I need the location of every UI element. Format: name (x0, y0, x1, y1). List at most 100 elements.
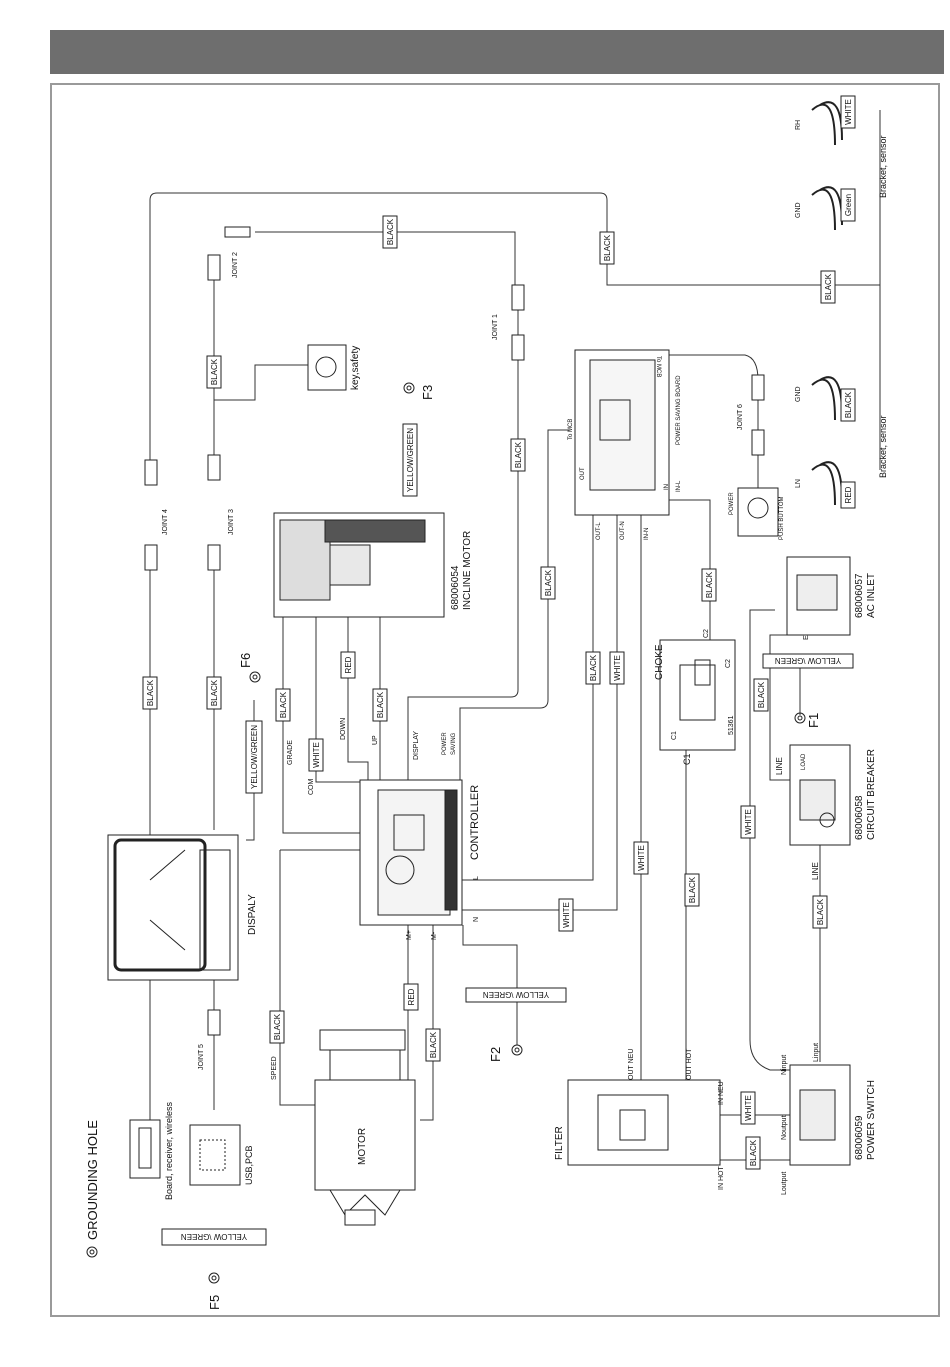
term-ln: LN (795, 479, 802, 488)
controller-board (359, 779, 463, 926)
term-up: UP (372, 735, 379, 745)
tag-yg-f1: YELLOW \GREEN (775, 656, 841, 665)
term-line-cb: LINE (775, 757, 784, 775)
tag-red-mplus: RED (407, 988, 416, 1005)
wire-joint4-loop (149, 110, 881, 465)
tag-black-top: BLACK (603, 234, 612, 261)
wire-motor-speed (279, 849, 362, 1106)
term-speed: SPEED (271, 1056, 278, 1080)
tag-black-up: BLACK (376, 691, 385, 718)
term-mplus: M+ (406, 930, 413, 940)
term-in-neu: IN NEU (718, 1081, 725, 1105)
term-in: IN (664, 484, 670, 490)
component-labels: GROUNDING HOLE DISPALY CONTROLLER MOTOR … (85, 135, 888, 1240)
term-grade: GRADE (287, 740, 294, 765)
wire-inlet (749, 609, 790, 1071)
label-bracket-top: Bracket, sensor (878, 135, 888, 198)
term-gnd-bottom: GND (795, 386, 802, 402)
label-f5: F5 (207, 1295, 222, 1310)
wireless-board-unit (129, 1119, 161, 1179)
label-motor: MOTOR (357, 1128, 368, 1165)
tag-red-down: RED (344, 656, 353, 673)
sensor-brackets (811, 101, 843, 506)
label-f6: F6 (238, 653, 253, 668)
term-c1: C1 (671, 731, 678, 740)
label-circuit-breaker: CIRCUIT BREAKER (866, 749, 877, 840)
term-out-hot: OUT HOT (686, 1048, 693, 1080)
term-out-neu: OUT NEU (628, 1049, 635, 1080)
tag-black-joint1: BLACK (514, 441, 523, 468)
tag-yg-f6: YELLOW/GREEN (250, 725, 259, 789)
label-wireless: Board, receiver, wireless (164, 1101, 174, 1200)
tag-white-inn: WHITE (637, 845, 646, 871)
tag-black-joint2-down: BLACK (210, 358, 219, 385)
term-out-n: OUT-N (620, 521, 626, 540)
ground-symbols (86, 382, 806, 1284)
tag-yg-f5: YELLOW \GREEN (181, 1232, 247, 1241)
usb-pcb-unit (189, 1124, 241, 1186)
tag-white-inlet: WHITE (744, 809, 753, 835)
label-f3: F3 (420, 385, 435, 400)
label-push-button: PUSH BUTTOM (779, 496, 785, 540)
wire-ps-outl (462, 515, 594, 881)
term-gnd-top: GND (795, 202, 802, 218)
label-psb: POWER SAVING BOARD (676, 375, 682, 445)
wire-incline-grade (282, 617, 362, 834)
term-in-n: IN-N (644, 528, 650, 540)
label-to-mcb-2: To MCB (655, 356, 661, 377)
label-f2: F2 (488, 1047, 503, 1062)
tag-black-joint2: BLACK (386, 218, 395, 245)
label-joint5: JOINT 5 (198, 1044, 205, 1070)
tag-white-n: WHITE (562, 902, 571, 928)
wire-incline-com (315, 617, 362, 783)
tag-black-filter: BLACK (749, 1139, 758, 1166)
label-cb-code: 68006058 (854, 795, 865, 840)
terminal-labels: GRADE COM DOWN UP DISPLAY POWER SAVING S… (271, 120, 820, 1195)
term-com: COM (308, 779, 315, 796)
ground-labels: F1 F2 F3 F5 F6 (207, 385, 821, 1310)
term-e: E (803, 635, 810, 640)
wire-ps-black (459, 429, 570, 780)
term-linput: Linput (813, 1043, 820, 1062)
tag-black-display2: BLACK (210, 679, 219, 706)
label-ac-code: 68006057 (854, 573, 865, 618)
label-bracket-bottom: Bracket, sensor (878, 415, 888, 478)
tag-black-inl: BLACK (705, 571, 714, 598)
choke-unit (659, 639, 736, 751)
wire-joint1 (407, 305, 519, 780)
tag-black-grade: BLACK (279, 691, 288, 718)
label-controller: CONTROLLER (469, 785, 481, 860)
tag-black-gnd2: BLACK (844, 391, 853, 418)
tag-yg-f3: YELLOW/GREEN (406, 428, 415, 492)
term-c2: C2 (725, 659, 732, 668)
circuit-breaker-unit (789, 744, 851, 846)
term-out-l: OUT-L (596, 522, 602, 540)
key-safety-unit (307, 344, 347, 391)
label-joint3: JOINT 3 (228, 509, 235, 535)
label-key-safety: key,safety (350, 346, 361, 390)
power-button-unit (737, 487, 779, 537)
tag-black-inlet: BLACK (757, 681, 766, 708)
term-loutput: Loutput (781, 1172, 788, 1195)
label-usb-pcb: USB,PCB (244, 1145, 254, 1185)
legend-grounding-hole: GROUNDING HOLE (85, 1120, 100, 1240)
wire-incline-down (347, 617, 369, 780)
term-power: POWER (442, 732, 448, 755)
label-incline-motor: INCLINE MOTOR (462, 531, 473, 610)
term-mminus: M- (431, 931, 438, 940)
tag-black-outl: BLACK (589, 654, 598, 681)
tag-red-ln: RED (844, 486, 853, 503)
label-ac-inlet: AC INLET (866, 573, 877, 618)
tag-white-com: WHITE (312, 742, 321, 768)
label-joint6: JOINT 6 (737, 404, 744, 430)
wire-tags: BLACK BLACK BLACK BLACK BLACK BLACK BLAC… (142, 95, 856, 1246)
wire-joint2 (255, 231, 516, 290)
tag-yg-f2: YELLOW \GREEN (483, 990, 549, 999)
tag-black-display1: BLACK (146, 679, 155, 706)
tag-white-filter: WHITE (744, 1095, 753, 1121)
tag-black-bracket: BLACK (824, 273, 833, 300)
term-l: L (473, 876, 480, 880)
term-noutput: Noutput (781, 1115, 788, 1140)
term-rh: RH (795, 120, 802, 130)
term-display: DISPLAY (413, 731, 420, 760)
